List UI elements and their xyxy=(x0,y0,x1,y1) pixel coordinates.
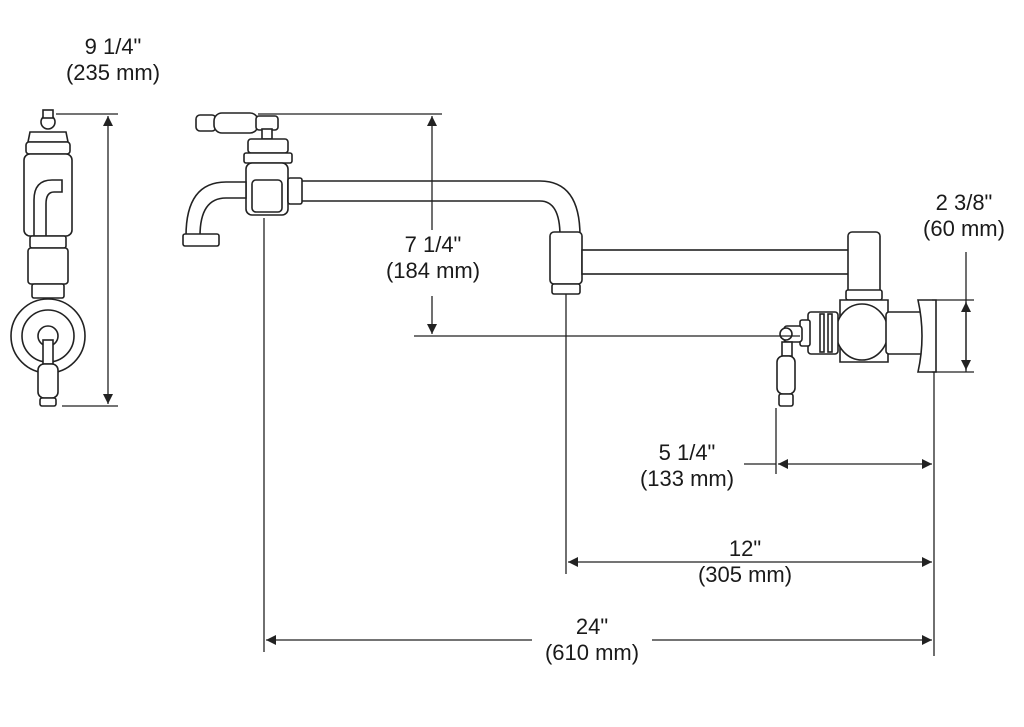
first-arm-reach-imperial: 12" xyxy=(728,536,762,561)
flange-diameter-metric: (60 mm) xyxy=(923,216,1005,241)
first-arm-reach-metric: (305 mm) xyxy=(697,562,793,587)
handle-projection-imperial: 5 1/4" xyxy=(658,440,716,465)
dim-overall-height xyxy=(56,113,118,407)
overall-height-metric: (235 mm) xyxy=(65,60,161,85)
first-arm-reach-label: 12" (305 mm) xyxy=(680,536,810,588)
flange-diameter-imperial: 2 3/8" xyxy=(935,190,993,215)
spout-height-label: 7 1/4" (184 mm) xyxy=(368,232,498,284)
full-reach-imperial: 24" xyxy=(575,614,609,639)
full-reach-metric: (610 mm) xyxy=(544,640,640,665)
flange-diameter-label: 2 3/8" (60 mm) xyxy=(906,190,1022,242)
overall-height-imperial: 9 1/4" xyxy=(84,34,142,59)
handle-projection-metric: (133 mm) xyxy=(639,466,735,491)
side-view-faucet xyxy=(10,109,86,407)
spout-height-imperial: 7 1/4" xyxy=(404,232,462,257)
spout-height-metric: (184 mm) xyxy=(385,258,481,283)
dim-flange-diameter xyxy=(932,252,974,373)
dim-spout-height xyxy=(258,113,800,337)
full-reach-label: 24" (610 mm) xyxy=(527,614,657,666)
front-view-faucet xyxy=(182,112,937,407)
overall-height-label: 9 1/4" (235 mm) xyxy=(48,34,178,86)
handle-projection-label: 5 1/4" (133 mm) xyxy=(622,440,752,492)
